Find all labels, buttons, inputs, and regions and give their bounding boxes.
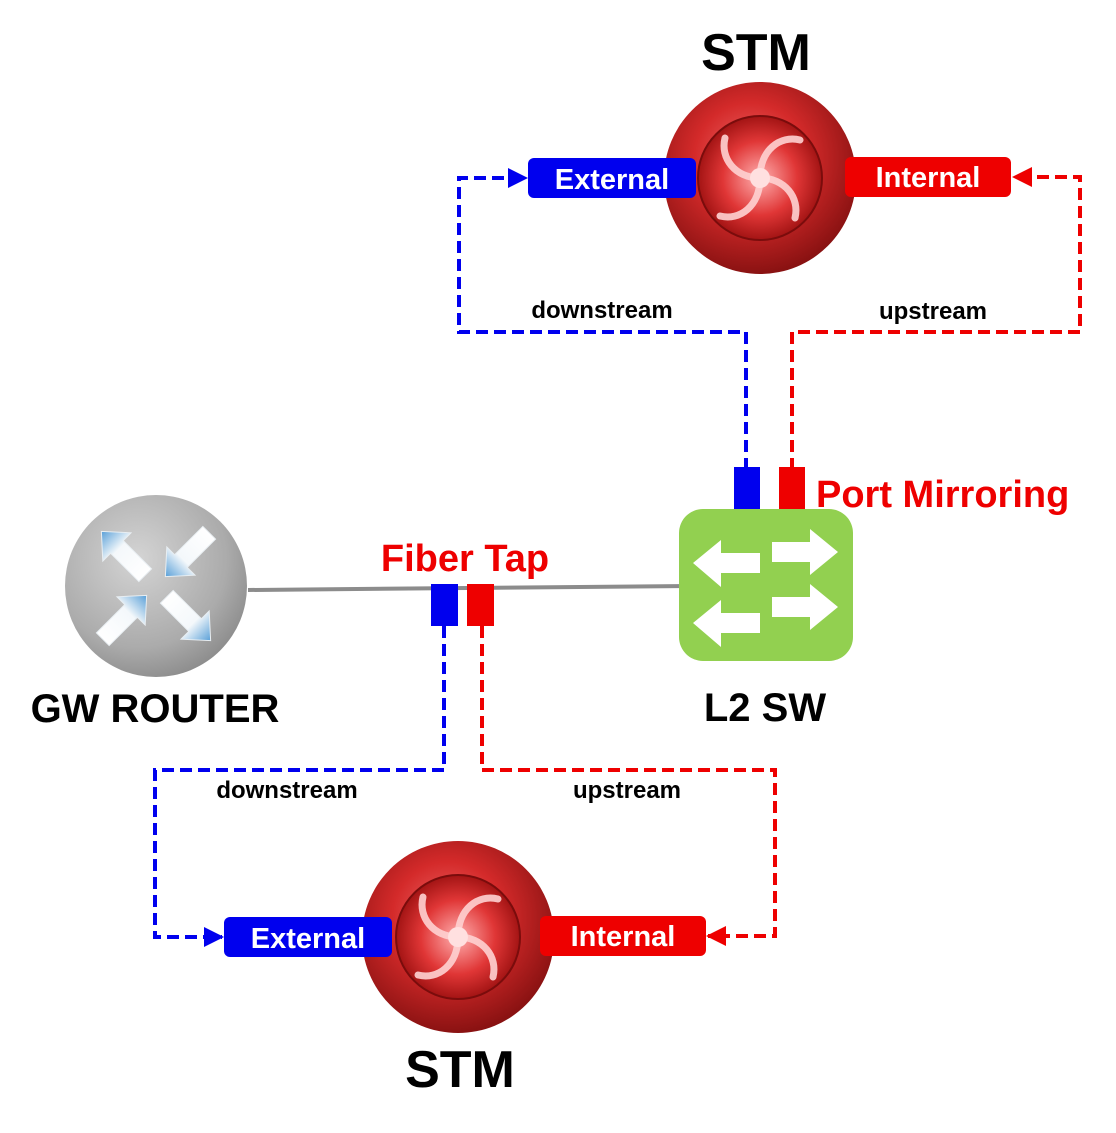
stm-bottom-title: STM	[405, 1041, 515, 1099]
top-upstream-path	[790, 167, 1082, 470]
stm-top-upstream-label: upstream	[879, 298, 987, 325]
bottom-upstream-path	[480, 626, 777, 946]
stm-bottom-internal-label: Internal	[571, 921, 676, 953]
stm-top-internal-label: Internal	[876, 162, 981, 194]
gw-router	[65, 495, 247, 677]
stm-bottom-internal-port	[540, 916, 706, 956]
stm-bottom-upstream-label: upstream	[573, 777, 681, 804]
top-downstream-path	[457, 168, 748, 470]
fiber-tap-label: Fiber Tap	[381, 538, 549, 580]
mirror-port-downstream	[734, 467, 760, 509]
router-label: GW ROUTER	[31, 687, 280, 731]
stm-bottom-downstream-label: downstream	[216, 777, 357, 804]
stm-bottom-device	[362, 841, 554, 1033]
tap-port-downstream	[431, 584, 458, 626]
switch-label: L2 SW	[704, 686, 826, 730]
stm-top-downstream-label: downstream	[531, 297, 672, 324]
stm-top-device	[664, 82, 856, 274]
stm-top-title: STM	[701, 24, 811, 82]
l2-switch	[679, 509, 853, 661]
tap-port-upstream	[467, 584, 494, 626]
stm-bottom-external-label: External	[251, 923, 365, 955]
switch-icon	[679, 509, 853, 661]
stm-top-external-port	[528, 158, 696, 198]
bottom-downstream-path	[153, 626, 446, 947]
stm-top-internal-port	[845, 157, 1011, 197]
mirror-port-upstream	[779, 467, 805, 509]
stm-top-external-label: External	[555, 164, 669, 196]
port-mirroring-label: Port Mirroring	[816, 474, 1069, 516]
stm-bottom-external-port	[224, 917, 392, 957]
router-icon	[65, 495, 247, 677]
